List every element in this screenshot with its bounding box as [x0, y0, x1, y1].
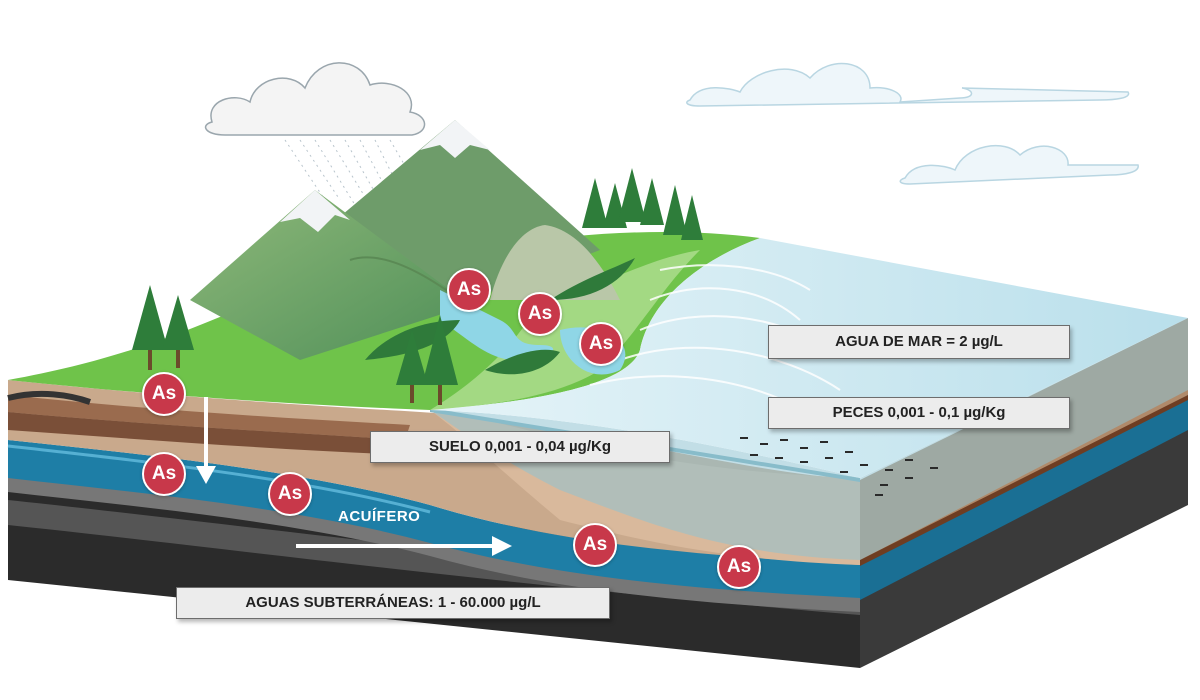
- fish-school: [740, 437, 938, 496]
- arsenic-marker: As: [142, 372, 186, 416]
- cloud-right-bottom: [899, 144, 1139, 185]
- trees: [132, 168, 703, 405]
- arsenic-marker: As: [579, 322, 623, 366]
- groundwater-label: AGUAS SUBTERRÁNEAS: 1 - 60.000 µg/L: [176, 587, 610, 619]
- fish-label: PECES 0,001 - 0,1 µg/Kg: [768, 397, 1070, 429]
- aquifer-flow-arrow: [296, 536, 512, 556]
- sea-water-label: AGUA DE MAR = 2 µg/L: [768, 325, 1070, 359]
- cloud-right-top: [686, 62, 1130, 107]
- waves: [589, 264, 841, 421]
- arsenic-marker: As: [142, 452, 186, 496]
- arsenic-marker: As: [268, 472, 312, 516]
- aquifer-label: ACUÍFERO: [338, 508, 421, 525]
- arsenic-marker: As: [717, 545, 761, 589]
- sea-volume: [430, 318, 1188, 560]
- arsenic-marker: As: [518, 292, 562, 336]
- soil-label: SUELO 0,001 - 0,04 µg/Kg: [370, 431, 670, 463]
- cloud-left: [204, 62, 426, 136]
- infiltration-arrow: [196, 397, 216, 484]
- arsenic-marker: As: [447, 268, 491, 312]
- mountains: [190, 120, 620, 360]
- arsenic-marker: As: [573, 523, 617, 567]
